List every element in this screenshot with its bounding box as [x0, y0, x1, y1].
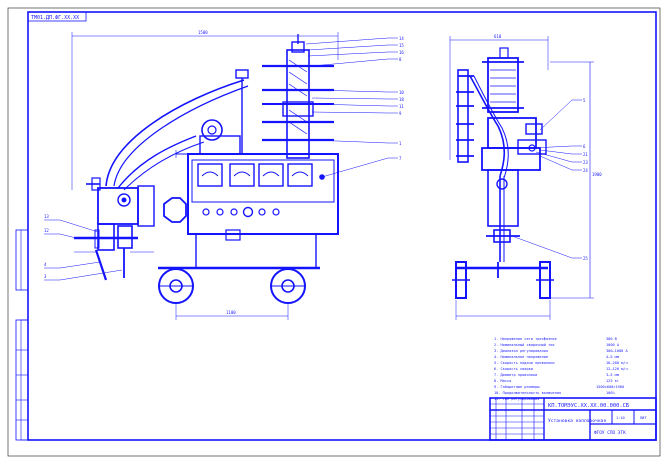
callout-6: 6 [583, 144, 586, 149]
callout-18: 18 [399, 97, 404, 102]
top-stamp-box [27, 11, 87, 22]
callout-10: 10 [399, 90, 404, 95]
callout-13: 13 [44, 214, 49, 219]
note-3: 3. Диапазон регулирования [494, 349, 548, 353]
note-value-2: 1000 А [606, 343, 620, 347]
front-leaders [44, 37, 398, 281]
dim-side-height: 1900 [592, 172, 602, 177]
callout-16: 16 [399, 50, 404, 55]
top-stamp-text: ТМ01.ДП.ФГ.ХХ.ХХ [31, 15, 79, 21]
note-value-7: 3–5 мм [606, 373, 620, 377]
side-leaders [511, 99, 582, 259]
note-10: 10. Продолжительность включения [494, 391, 561, 395]
title-block-code: КП.ТОМЭУС.ХХ.ХХ.00.000.СБ [548, 403, 629, 409]
note-2: 2. Номинальный сварочный ток [494, 343, 555, 347]
callout-14: 14 [399, 36, 404, 41]
note-value-4: 4–5 мм [606, 355, 620, 359]
callout-15: 15 [399, 43, 404, 48]
title-block-sheet: ЛИТ [640, 416, 647, 420]
sheet-outer-border [7, 7, 661, 457]
note-9: 9. Габаритные размеры [494, 384, 539, 389]
callout-1: 1 [399, 141, 402, 146]
title-block [489, 397, 657, 441]
note-4: 4. Номинальное напряжение [494, 355, 548, 359]
callout-9: 9 [399, 111, 402, 116]
callout-4: 4 [44, 262, 47, 267]
drawing-frame [27, 11, 657, 441]
callout-3: 3 [44, 274, 47, 279]
front-callout-labels: 14 15 16 8 10 18 11 9 1 7 13 12 4 3 [44, 36, 404, 279]
callout-24: 24 [583, 168, 588, 173]
technical-notes: 1. Напряжение сети трехфазное 2. Номинал… [494, 337, 628, 401]
left-stamp-column [15, 229, 29, 441]
title-block-org: ФГОУ СПО ЭТК [594, 430, 626, 436]
callout-25: 25 [583, 256, 588, 261]
note-11: 11. Тип регулирования [494, 397, 539, 401]
note-6: 6. Скорость сварки [494, 367, 533, 371]
callout-7: 7 [399, 156, 402, 161]
callout-12: 12 [44, 228, 49, 233]
note-value-5: 16–200 м/ч [606, 361, 628, 365]
note-value-8: 125 кг [606, 379, 619, 383]
callout-11: 11 [399, 104, 404, 109]
note-5: 5. Скорость подачи проволоки [494, 361, 555, 365]
title-block-name: Установка наплавочная [548, 418, 606, 424]
side-callout-labels: 5 6 21 23 24 25 [583, 98, 588, 261]
dim-side-width: 610 [494, 34, 502, 39]
note-value-3: 300–1000 А [606, 349, 628, 353]
callout-8: 8 [399, 57, 402, 62]
note-1: 1. Напряжение сети трехфазное [494, 337, 557, 341]
dim-front-base: 1100 [226, 310, 236, 315]
callout-23: 23 [583, 160, 588, 165]
note-value-10: 100% [606, 391, 615, 395]
note-value-6: 12–120 м/ч [606, 367, 628, 371]
dim-front-width: 1500 [198, 30, 208, 35]
note-8: 8. Масса [494, 379, 511, 383]
side-view [449, 36, 594, 320]
title-block-scale: 1:10 [616, 416, 625, 420]
note-value-9: 1500×600×1900 [596, 385, 624, 389]
note-7: 7. Диаметр проволоки [494, 373, 537, 377]
note-value-1: 380 В [606, 337, 617, 341]
callout-21: 21 [583, 152, 588, 157]
front-view [71, 32, 339, 320]
callout-5: 5 [583, 98, 586, 103]
